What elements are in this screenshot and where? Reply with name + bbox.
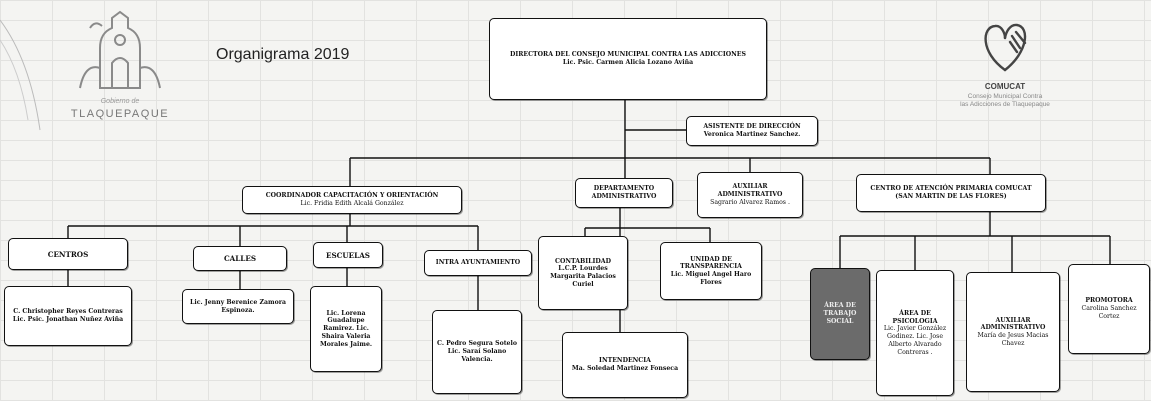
intra-node: INTRA AYUNTAMIENTO xyxy=(424,250,532,276)
asistente-node: ASISTENTE DE DIRECCIÓN Veronica Martinez… xyxy=(686,116,818,146)
node-name: Lic. Psic. Carmen Alicia Lozano Aviña xyxy=(562,59,694,66)
node-name: Sagrario Alvarez Ramos . xyxy=(710,198,790,206)
node-title: INTRA AYUNTAMIENTO xyxy=(435,259,521,267)
logo-name: TLAQUEPAQUE xyxy=(70,108,170,120)
node-name: Carolina Sanchez Cortez xyxy=(1081,305,1137,320)
node-title: INTENDENCIA xyxy=(599,357,651,365)
node-title: DIRECTORA DEL CONSEJO MUNICIPAL CONTRA L… xyxy=(510,51,746,59)
intendencia-node: INTENDENCIA Ma. Soledad Martinez Fonseca xyxy=(562,332,688,398)
node-text: C. Christopher Reyes Contreras Lic. Psic… xyxy=(12,308,124,323)
centros-node: CENTROS xyxy=(8,238,128,270)
node-name: Veronica Martinez Sanchez. xyxy=(703,131,801,138)
calles-node: CALLES xyxy=(193,246,287,271)
node-title: CALLES xyxy=(223,254,257,263)
node-text: Lic. Jenny Berenice Zamora Espinoza. xyxy=(190,298,286,314)
trabajo-social-node: ÁREA DE TRABAJO SOCIAL xyxy=(810,268,870,360)
node-title: ÁREA DE PSICOLOGIA xyxy=(892,309,938,325)
heart-hands-icon xyxy=(984,23,1027,72)
node-name: Lic. Javier González Godinez. Lic. Jose … xyxy=(883,325,947,356)
node-title: PROMOTORA xyxy=(1085,297,1133,305)
calles-staff-node: Lic. Jenny Berenice Zamora Espinoza. xyxy=(182,289,294,324)
auxiliar2-node: AUXILIAR ADMINISTRATIVO María de Jesus M… xyxy=(966,272,1060,392)
node-title: ASISTENTE DE DIRECCIÓN xyxy=(703,123,801,131)
node-title: AUXILIAR ADMINISTRATIVO xyxy=(717,183,783,199)
intra-staff-node: C. Pedro Segura Sotelo Lic. Saraí Solano… xyxy=(432,310,522,394)
comucat-logo: COMUCAT Consejo Municipal Contra las Adi… xyxy=(940,12,1070,112)
page-title: Organigrama 2019 xyxy=(216,46,350,63)
logo-subtitle: Gobierno de xyxy=(100,98,140,105)
node-title: COORDINADOR CAPACITACIÓN Y ORIENTACIÓN xyxy=(265,192,439,200)
node-name: L.C.P. Lourdes Margarita Palacios Curiel xyxy=(550,265,616,288)
contabilidad-node: CONTABILIDAD L.C.P. Lourdes Margarita Pa… xyxy=(538,236,628,310)
auxiliar-node: AUXILIAR ADMINISTRATIVO Sagrario Alvarez… xyxy=(697,172,803,218)
node-title: DEPARTAMENTO ADMINISTRATIVO xyxy=(591,185,657,200)
node-title: ESCUELAS xyxy=(326,250,370,260)
node-title: ÁREA DE TRABAJO SOCIAL xyxy=(823,302,857,325)
escuelas-staff-node: Lic. Lorena Guadalupe Ramirez. Lic. Shai… xyxy=(310,286,382,372)
promotora-node: PROMOTORA Carolina Sanchez Cortez xyxy=(1068,264,1150,354)
node-name: Lic. Fridia Edith Alcalá González xyxy=(300,200,404,207)
node-title: CENTROS xyxy=(47,249,89,259)
depto-node: DEPARTAMENTO ADMINISTRATIVO xyxy=(575,178,673,208)
node-subtitle: (SAN MARTIN DE LAS FLORES) xyxy=(895,193,1007,200)
comucat-name: COMUCAT xyxy=(984,82,1026,91)
node-text: Lic. Lorena Guadalupe Ramirez. Lic. Shai… xyxy=(319,309,373,348)
escuelas-node: ESCUELAS xyxy=(313,242,383,268)
coordinador-node: COORDINADOR CAPACITACIÓN Y ORIENTACIÓN L… xyxy=(242,186,462,214)
node-name: Ma. Soledad Martinez Fonseca xyxy=(571,365,679,372)
node-name: Lic. Miguel Angel Haro Flores xyxy=(670,271,752,286)
node-name: María de Jesus Macias Chavez xyxy=(977,332,1049,347)
node-title: CONTABILIDAD xyxy=(555,257,611,265)
director-node: DIRECTORA DEL CONSEJO MUNICIPAL CONTRA L… xyxy=(489,18,767,100)
node-text: C. Pedro Segura Sotelo Lic. Saraí Solano… xyxy=(437,340,517,363)
tlaquepaque-emblem-icon xyxy=(79,10,161,89)
tlaquepaque-logo: Gobierno de TLAQUEPAQUE xyxy=(60,8,180,120)
centro-node: CENTRO DE ATENCIÓN PRIMARIA COMUCAT (SAN… xyxy=(856,174,1046,212)
psicologia-node: ÁREA DE PSICOLOGIA Lic. Javier González … xyxy=(876,270,954,396)
comucat-description: Consejo Municipal Contra las Adicciones … xyxy=(960,93,1050,108)
node-title: CENTRO DE ATENCIÓN PRIMARIA COMUCAT xyxy=(870,185,1032,193)
node-title: UNIDAD DE TRANSPARENCIA xyxy=(680,255,742,271)
transparencia-node: UNIDAD DE TRANSPARENCIA Lic. Miguel Ange… xyxy=(660,242,762,300)
centros-staff-node: C. Christopher Reyes Contreras Lic. Psic… xyxy=(4,286,132,346)
node-title: AUXILIAR ADMINISTRATIVO xyxy=(980,316,1046,332)
